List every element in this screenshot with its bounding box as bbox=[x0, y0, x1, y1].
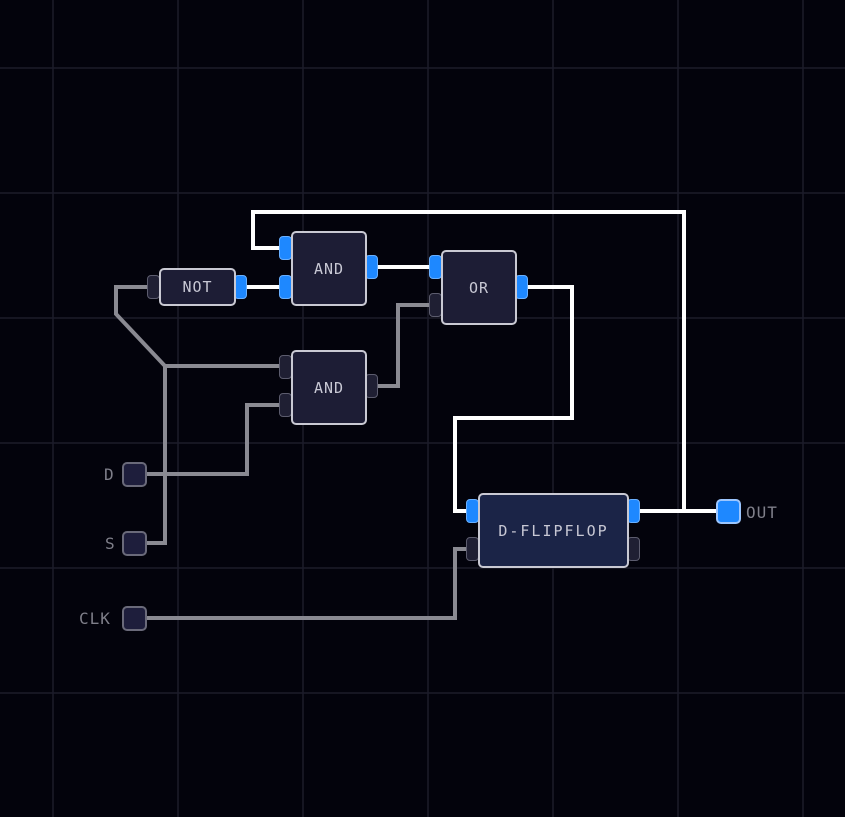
and-gate-2[interactable]: AND bbox=[291, 350, 367, 425]
or-gate[interactable]: OR bbox=[441, 250, 517, 325]
wire-and2-to-or-in1[interactable] bbox=[378, 303, 431, 388]
wire-d-to-and2-in1[interactable] bbox=[147, 403, 281, 476]
wire-or-to-dff-in0[interactable] bbox=[453, 285, 574, 513]
input-pin-d[interactable] bbox=[122, 462, 147, 487]
input-label-s: S bbox=[105, 534, 116, 553]
input-pin-s[interactable] bbox=[122, 531, 147, 556]
input-label-d: D bbox=[104, 465, 115, 484]
d-flipflop[interactable]: D-FLIPFLOP bbox=[478, 493, 629, 568]
wire-feedback-to-and1-in0[interactable] bbox=[251, 210, 686, 511]
output-label-out: OUT bbox=[746, 503, 778, 522]
and-gate-1[interactable]: AND bbox=[291, 231, 367, 306]
output-pin-out[interactable] bbox=[716, 499, 741, 524]
wire-clk-to-dff-in1[interactable] bbox=[147, 547, 468, 620]
not-gate[interactable]: NOT bbox=[159, 268, 236, 306]
input-label-clk: CLK bbox=[79, 609, 111, 628]
input-pin-clk[interactable] bbox=[122, 606, 147, 631]
wire-s-to-not[interactable] bbox=[114, 285, 167, 545]
